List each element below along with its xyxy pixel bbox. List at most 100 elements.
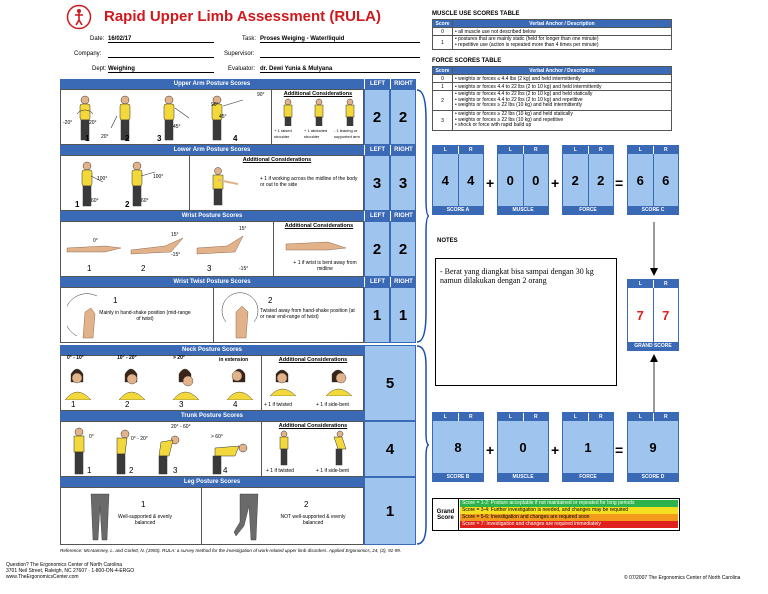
trunk-label-2: 2 xyxy=(129,466,134,475)
grand-score-left[interactable]: 7 xyxy=(628,288,653,342)
lower-arm-panel: 100° 60° 100° 60° 1 2 Additional Conside… xyxy=(60,155,364,211)
wrist-angle-1: 0° xyxy=(93,238,98,244)
muscle-r-header: R xyxy=(522,146,549,154)
score-c-right[interactable]: 6 xyxy=(652,154,678,206)
upper-arm-note-2: + 1 abducted shoulder xyxy=(304,128,328,139)
upper-arm-note-3: - 1 leaning or supported arm xyxy=(334,128,360,139)
upper-arm-label-3: 3 xyxy=(157,134,162,143)
trunk-note-2: + 1 if side-bent xyxy=(316,468,349,474)
company-field[interactable] xyxy=(108,51,214,58)
supervisor-field[interactable] xyxy=(260,51,420,58)
wrist-twist-opt1-num: 1 xyxy=(113,296,118,305)
muscle-row-score: 1 xyxy=(432,35,453,50)
left-header-2: LEFT xyxy=(364,145,390,155)
footer-line-2: 3701 Neil Street, Raleigh, NC 27607 · 1-… xyxy=(6,568,135,574)
right-header-4: RIGHT xyxy=(390,277,416,287)
legend-row-red: Score = 7: Investigation and changes are… xyxy=(460,521,678,528)
muscle-right[interactable]: 0 xyxy=(522,154,548,206)
wrist-right-score[interactable]: 2 xyxy=(390,221,416,277)
trunk-angle-1: 0° xyxy=(89,434,94,440)
score-d-r-header: R xyxy=(652,413,679,421)
wrist-label-2: 2 xyxy=(141,264,146,273)
trunk-score[interactable]: 4 xyxy=(364,421,416,477)
score-c-r-header: R xyxy=(652,146,679,154)
muscle-b-l-header: L xyxy=(508,414,512,420)
force-b-l-header: L xyxy=(573,414,577,420)
lower-arm-left-score[interactable]: 3 xyxy=(364,155,390,211)
upper-arm-angle-1: -20° xyxy=(63,120,73,126)
leg-score[interactable]: 1 xyxy=(364,477,416,545)
force-left[interactable]: 2 xyxy=(563,154,588,206)
trunk-header: Trunk Posture Scores xyxy=(60,411,364,421)
upper-arm-figures-icon xyxy=(76,95,244,141)
grand-score-right[interactable]: 7 xyxy=(652,288,678,342)
leg-opt2-num: 2 xyxy=(304,500,309,509)
task-field[interactable]: Proses Weiging - Water/liquid xyxy=(260,36,420,43)
upper-arm-angle-4: 45° xyxy=(173,124,181,130)
footer-line-1: Question? The Ergonomics Center of North… xyxy=(6,562,123,568)
lower-arm-right-score[interactable]: 3 xyxy=(390,155,416,211)
force-label: FORCE xyxy=(563,206,613,214)
wrist-label-1: 1 xyxy=(87,264,92,273)
balanced-legs-icon xyxy=(90,493,110,541)
muscle-b-value[interactable]: 0 xyxy=(498,421,548,473)
score-b-r-header: R xyxy=(457,413,484,421)
wrist-angle-4: 15° xyxy=(239,226,247,232)
upper-arm-angle-7: 90° xyxy=(211,102,219,108)
notes-textarea[interactable]: - Berat yang diangkat bisa sampai dengan… xyxy=(435,258,617,386)
left-header: LEFT xyxy=(364,79,390,89)
hand-shake-icon xyxy=(67,293,98,339)
trunk-addcon-title: Additional Considerations xyxy=(278,423,348,429)
upper-arm-angle-6: 90° xyxy=(257,92,265,98)
arm-bracket-icon xyxy=(416,89,430,343)
wrist-panel: 0° 15° -15° 15° -15° 1 2 3 Additional Co… xyxy=(60,221,364,277)
dept-field[interactable]: Weighing xyxy=(108,66,214,73)
score-d-value[interactable]: 9 xyxy=(628,421,678,473)
neck-angle-2: 10° - 20° xyxy=(117,355,137,361)
ergonomics-logo-icon xyxy=(66,4,92,30)
score-d-l-header: L xyxy=(638,414,642,420)
upper-arm-left-score[interactable]: 2 xyxy=(364,89,390,145)
neck-label-2: 2 xyxy=(125,400,130,409)
upper-arm-right-score[interactable]: 2 xyxy=(390,89,416,145)
muscle-row-desc: • all muscle use not described below xyxy=(452,27,672,36)
task-label: Task: xyxy=(242,36,257,42)
upper-arm-angle-3: 20° xyxy=(101,134,109,140)
force-right[interactable]: 2 xyxy=(587,154,613,206)
wrist-twist-left-score[interactable]: 1 xyxy=(364,287,390,343)
neck-label-1: 1 xyxy=(71,400,76,409)
neck-score[interactable]: 5 xyxy=(364,345,416,421)
right-header: RIGHT xyxy=(390,79,416,89)
date-field[interactable]: 16/02/17 xyxy=(108,36,214,43)
wrist-left-score[interactable]: 2 xyxy=(364,221,390,277)
muscle-col-desc: Verbal Anchor / Description xyxy=(452,19,672,28)
score-b-value[interactable]: 8 xyxy=(433,421,483,473)
trunk-label-3: 3 xyxy=(173,466,178,475)
footer-website-link[interactable]: www.TheErgonomicsCenter.com xyxy=(6,574,79,580)
wrist-angle-2: 15° xyxy=(171,232,179,238)
force-col-score: Score xyxy=(432,66,453,75)
plus-sign: + xyxy=(486,175,495,191)
wrist-twist-right-score[interactable]: 1 xyxy=(390,287,416,343)
legend-label-1: Grand xyxy=(436,508,455,515)
force-col-desc: Verbal Anchor / Description xyxy=(452,66,672,75)
force-row-score: 2 xyxy=(432,90,453,111)
force-row-score: 3 xyxy=(432,110,453,131)
muscle-row-score: 0 xyxy=(432,27,453,36)
legend-label-2: Score xyxy=(437,514,454,521)
plus-sign: + xyxy=(486,442,495,458)
muscle-left[interactable]: 0 xyxy=(498,154,523,206)
force-b-value[interactable]: 1 xyxy=(563,421,613,473)
date-label: Date: xyxy=(90,36,105,42)
evaluator-field[interactable]: dr. Dewi Yunia & Mulyana xyxy=(260,66,420,73)
score-a-right[interactable]: 4 xyxy=(457,154,483,206)
score-a-left[interactable]: 4 xyxy=(433,154,458,206)
score-c-left[interactable]: 6 xyxy=(628,154,653,206)
lower-arm-figures-icon xyxy=(81,161,156,207)
score-a-l-header: L xyxy=(443,147,447,153)
neck-figures-icon xyxy=(64,368,254,400)
score-c-label: SCORE C xyxy=(628,206,678,214)
